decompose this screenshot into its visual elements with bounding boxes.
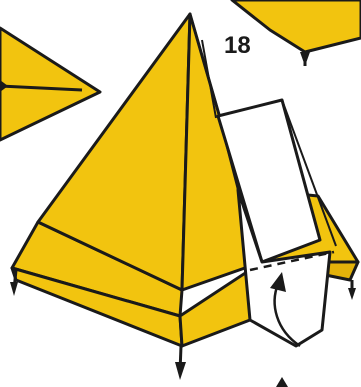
step-number-label: 18 [224, 34, 251, 58]
neighbor-shape-top-right [232, 0, 361, 66]
partial-arrow-bottom [276, 377, 288, 387]
neighbor-shape-left [0, 28, 100, 140]
